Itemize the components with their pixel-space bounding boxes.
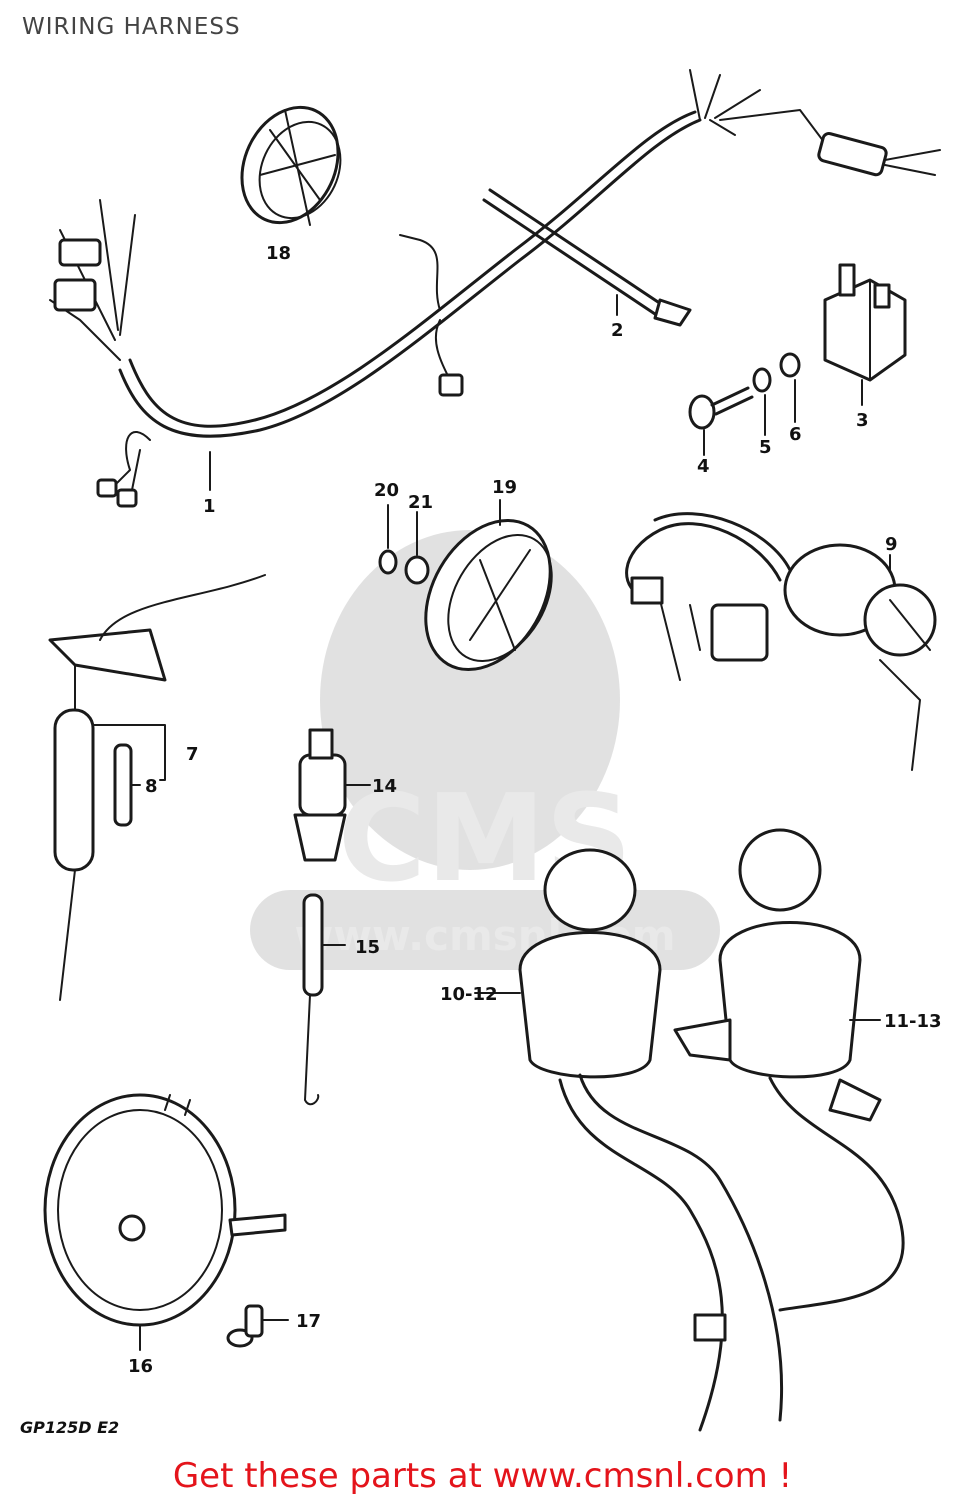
callout-8: 8 bbox=[145, 776, 158, 797]
part-3-relay bbox=[823, 263, 907, 406]
callout-4: 4 bbox=[697, 456, 710, 477]
part-19-meter bbox=[424, 499, 553, 672]
callout-5: 5 bbox=[759, 437, 772, 458]
part-9-ignition-switch bbox=[625, 512, 937, 771]
callout-11-13: 11-13 bbox=[884, 1011, 942, 1032]
part-1-wiring-harness bbox=[49, 69, 941, 508]
callout-6: 6 bbox=[789, 424, 802, 445]
callout-21: 21 bbox=[408, 492, 433, 513]
parts-4-5-6-screw-washers bbox=[688, 352, 801, 456]
callout-labels: 1 2 3 4 5 6 7 8 9 10-12 11-13 14 15 16 1… bbox=[128, 243, 942, 1377]
callout-14: 14 bbox=[372, 776, 397, 797]
callout-7: 7 bbox=[186, 744, 199, 765]
callout-20: 20 bbox=[374, 480, 399, 501]
part-2-cable-tie bbox=[482, 188, 692, 327]
callout-1: 1 bbox=[203, 496, 216, 517]
part-7-8-fuse-holder bbox=[48, 574, 266, 1001]
part-15-spring bbox=[302, 893, 346, 1106]
parts-11-13-lock-set bbox=[673, 828, 905, 1342]
parts-10-12-lock-set bbox=[474, 576, 784, 1432]
part-16-horn bbox=[43, 1093, 287, 1351]
callout-9: 9 bbox=[885, 534, 898, 555]
callout-15: 15 bbox=[355, 937, 380, 958]
callout-17: 17 bbox=[296, 1311, 321, 1332]
callout-2: 2 bbox=[611, 320, 624, 341]
callout-16: 16 bbox=[128, 1356, 153, 1377]
callout-10-12: 10-12 bbox=[440, 984, 498, 1005]
part-14-stop-switch bbox=[293, 728, 371, 862]
parts-20-21-nut-washer bbox=[378, 504, 430, 585]
page-title: WIRING HARNESS bbox=[22, 14, 241, 40]
part-17-bolt bbox=[226, 1304, 289, 1348]
callout-18: 18 bbox=[266, 243, 291, 264]
callout-3: 3 bbox=[856, 410, 869, 431]
callout-19: 19 bbox=[492, 477, 517, 498]
model-code: GP125D E2 bbox=[20, 1418, 120, 1437]
get-parts-link[interactable]: Get these parts at www.cmsnl.com ! bbox=[172, 1456, 793, 1496]
part-18-indicator-lamp bbox=[240, 105, 342, 226]
